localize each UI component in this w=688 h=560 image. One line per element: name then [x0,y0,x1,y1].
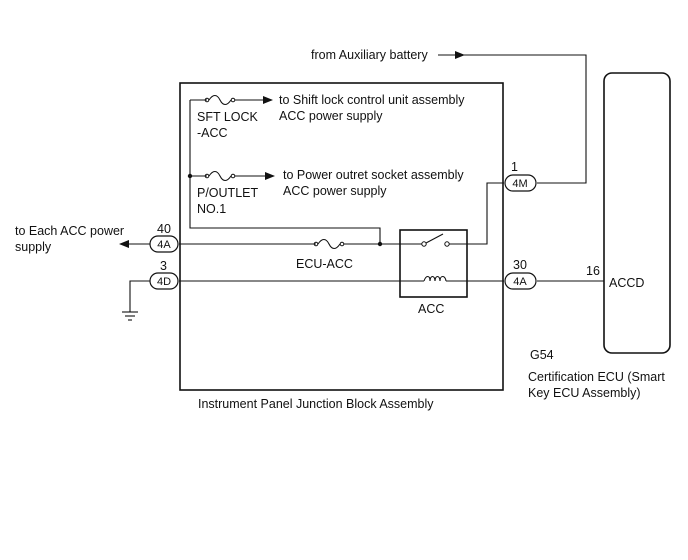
ground-wire [129,280,150,312]
junction-block-label: Instrument Panel Junction Block Assembly [198,397,434,411]
inner-branch-wire [189,100,381,244]
ecu-acc-fuse-icon [313,238,345,250]
sft-lock-fuse-label2: -ACC [197,126,228,140]
relay-out-wire [449,182,504,245]
each-acc-label2: supply [15,240,52,254]
ground-icon [122,311,138,321]
acc-relay-box [399,229,468,298]
relay-coil-icon [423,275,447,282]
shift-lock-dest-line2: ACC power supply [279,109,383,123]
ecu-code-label: G54 [530,348,554,362]
pin-16: 16 [586,264,600,278]
svg-text:4M: 4M [512,178,527,190]
shift-lock-dest-line1: to Shift lock control unit assembly [279,93,465,107]
svg-text:4A: 4A [513,276,527,288]
connector-4M: 4M [504,174,537,192]
svg-text:4D: 4D [157,276,171,288]
connector-4D: 4D [149,272,179,290]
certification-ecu-box [603,72,671,354]
pin-3: 3 [160,259,167,273]
connector-4A-right: 4A [504,272,537,290]
aux-battery-label: from Auxiliary battery [311,48,428,62]
acc-relay-label: ACC [418,302,444,316]
each-acc-label1: to Each ACC power [15,224,124,238]
poutlet-fuse-label1: P/OUTLET [197,186,258,200]
ecu-name-line1: Certification ECU (Smart [528,370,665,384]
pin-1: 1 [511,160,518,174]
ecu-acc-fuse-label: ECU-ACC [296,257,353,271]
accd-label: ACCD [609,276,644,290]
svg-text:4A: 4A [157,239,171,251]
pin-30: 30 [513,258,527,272]
poutlet-fuse-icon [204,170,236,182]
aux-battery-wire [464,54,587,184]
power-outlet-dest-line2: ACC power supply [283,184,387,198]
power-outlet-dest-line1: to Power outret socket assembly [283,168,464,182]
poutlet-fuse-label2: NO.1 [197,202,226,216]
connector-4A-left: 4A [149,235,179,253]
sft-lock-fuse-icon [204,94,236,106]
sft-lock-fuse-label1: SFT LOCK [197,110,259,124]
pin-40: 40 [157,222,171,236]
relay-switch-icon [421,233,450,247]
ecu-name-line2: Key ECU Assembly) [528,386,641,400]
junction-block-box [179,82,504,391]
